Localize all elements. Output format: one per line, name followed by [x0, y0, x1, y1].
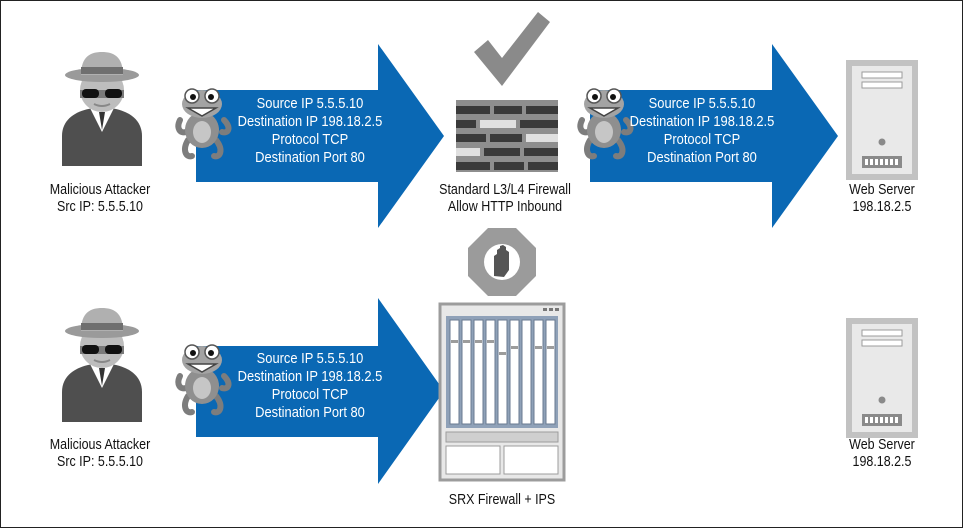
attacker-caption-bottom: Malicious Attacker Src IP: 5.5.5.10: [40, 437, 160, 471]
attacker-name: Malicious Attacker: [49, 182, 151, 198]
server-name: Web Server: [849, 437, 915, 453]
arrow-1-line: Protocol TCP: [271, 131, 349, 148]
server-caption-bottom: Web Server 198.18.2.5: [829, 437, 936, 471]
hacker-icon: [61, 307, 143, 423]
arrow-1-line: Destination Port 80: [255, 149, 365, 166]
srx-name: SRX Firewall + IPS: [448, 492, 556, 508]
server-name: Web Server: [849, 182, 915, 198]
firewall-caption: Standard L3/L4 Firewall Allow HTTP Inbou…: [423, 182, 586, 216]
attacker-caption-top: Malicious Attacker Src IP: 5.5.5.10: [40, 182, 160, 216]
firewall-name: Standard L3/L4 Firewall: [439, 182, 571, 198]
srx-chassis-icon: [438, 302, 566, 482]
server-ip: 198.18.2.5: [852, 454, 912, 470]
arrow-1-line: Destination IP 198.18.2.5: [237, 113, 383, 130]
brick-wall-icon: [456, 100, 558, 172]
arrow-2-line: Destination IP 198.18.2.5: [629, 113, 775, 130]
arrow-3-line: Protocol TCP: [271, 386, 349, 403]
arrow-1-line: Source IP 5.5.5.10: [256, 95, 364, 112]
server-icon: [845, 59, 919, 181]
server-caption-top: Web Server 198.18.2.5: [829, 182, 936, 216]
traffic-arrow-3: [196, 298, 444, 484]
arrow-3-line: Destination Port 80: [255, 404, 365, 421]
arrow-2-line: Destination Port 80: [647, 149, 757, 166]
arrow-1-text: Source IP 5.5.5.10 Destination IP 198.18…: [233, 95, 388, 167]
traffic-arrow-2: [590, 44, 838, 228]
arrow-3-text: Source IP 5.5.5.10 Destination IP 198.18…: [233, 350, 388, 422]
traffic-arrow-1: [196, 44, 444, 228]
hacker-icon: [61, 51, 143, 167]
firewall-policy: Allow HTTP Inbound: [447, 199, 563, 215]
attacker-src-ip: Src IP: 5.5.5.10: [57, 454, 143, 470]
arrow-2-line: Protocol TCP: [663, 131, 741, 148]
arrow-2-text: Source IP 5.5.5.10 Destination IP 198.18…: [625, 95, 780, 167]
checkmark-icon: [474, 12, 550, 86]
server-ip: 198.18.2.5: [852, 199, 912, 215]
arrow-3-line: Source IP 5.5.5.10: [256, 350, 364, 367]
srx-caption: SRX Firewall + IPS: [431, 492, 572, 509]
attacker-name: Malicious Attacker: [49, 437, 151, 453]
arrow-3-line: Destination IP 198.18.2.5: [237, 368, 383, 385]
stop-hand-icon: [468, 228, 536, 296]
attacker-src-ip: Src IP: 5.5.5.10: [57, 199, 143, 215]
arrow-2-line: Source IP 5.5.5.10: [648, 95, 756, 112]
server-icon: [845, 317, 919, 439]
